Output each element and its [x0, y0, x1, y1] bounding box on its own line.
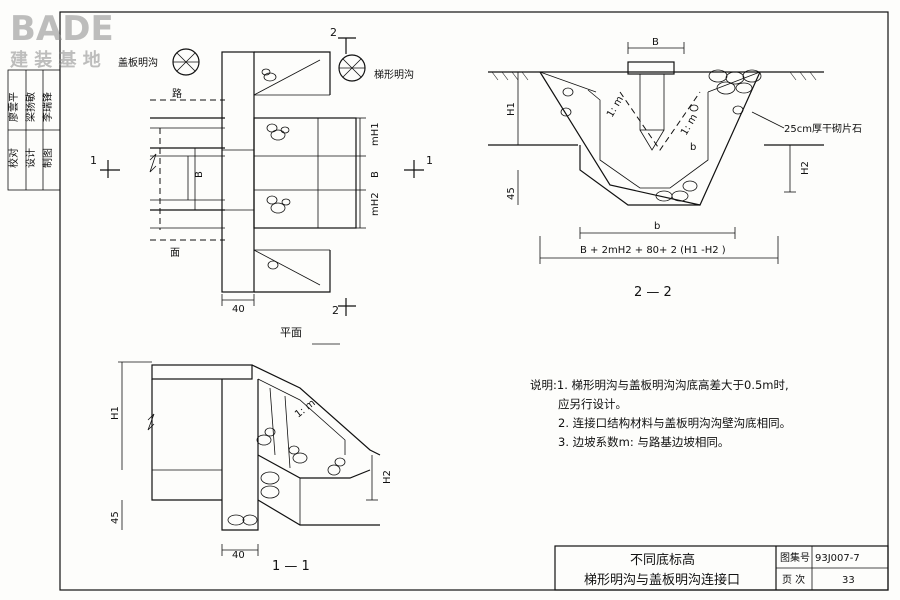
section2-dim-H2: H2 — [800, 161, 811, 175]
section2-caption: 2 — 2 — [634, 285, 672, 300]
section1-dim-H1: H1 — [110, 406, 121, 420]
signature-strip: 校对 设计 制图 廖雲平 梁扬敏 李瑞锋 — [7, 69, 61, 191]
cut-2-top: 2 — [330, 26, 337, 39]
role-drafter: 制图 — [41, 148, 54, 168]
section2-dim-B: B — [652, 37, 659, 48]
role-checker: 校对 — [7, 148, 20, 168]
plan-dim-B-inner: B — [194, 171, 205, 178]
section-1-1: H1 45 H2 1: m 40 1 — 1 — [110, 361, 393, 574]
watermark-brand: BADE — [10, 9, 114, 49]
atlas-label: 图集号 — [780, 551, 810, 564]
plan-caption: 平面 — [280, 326, 302, 339]
note-2: 2. 连接口结构材料与盖板明沟沟壁沟底相同。 — [558, 416, 792, 430]
design-notes: 说明:1. 梯形明沟与盖板明沟沟底高差大于0.5m时, 应另行设计。 2. 连接… — [530, 376, 830, 452]
note-1-cont: 应另行设计。 — [558, 397, 627, 411]
width-formula: B + 2mH2 + 80+ 2 (H1 -H2 ) — [580, 245, 726, 256]
title-main: 不同底标高 — [630, 552, 695, 568]
title-block: 不同底标高 梯形明沟与盖板明沟连接口 图集号 93J007-7 页 次 33 — [554, 545, 889, 591]
name-designer: 梁扬敏 — [24, 92, 37, 122]
label-trapezoid-ditch: 梯形明沟 — [374, 68, 414, 81]
cut-2-bottom: 2 — [332, 304, 339, 317]
dim-mH2: mH2 — [370, 192, 381, 216]
plan-dim-40: 40 — [232, 304, 245, 315]
label-surface: 面 — [170, 248, 180, 259]
notes-prefix: 说明: — [530, 378, 557, 392]
section2-dim-45: 45 — [506, 187, 517, 200]
section1-dim-H2: H2 — [382, 470, 393, 484]
cut-1-left: 1 — [90, 154, 97, 167]
dim-mH1: mH1 — [370, 122, 381, 146]
label-covered-ditch: 盖板明沟 — [118, 56, 158, 69]
watermark-logo: BADE 建 装 基 地 — [10, 9, 114, 71]
title-sub: 梯形明沟与盖板明沟连接口 — [584, 572, 740, 588]
name-checker: 廖雲平 — [7, 92, 20, 122]
section1-caption: 1 — 1 — [272, 559, 310, 574]
page-label: 页 次 — [782, 573, 805, 586]
stone-note: 25cm厚干砌片石 — [784, 122, 862, 135]
section1-dim-45: 45 — [110, 511, 121, 524]
sheet-border — [59, 11, 889, 591]
section2-dim-b: b — [654, 221, 660, 232]
section-2-2: B H1 45 H2 1: m 1: m b 25cm厚干砌片石 b B + 2… — [488, 37, 862, 300]
section2-dim-H1: H1 — [506, 102, 517, 116]
role-designer: 设计 — [24, 148, 37, 168]
section2-slope-2: 1: m — [679, 112, 700, 137]
section2-slope-1: 1: m — [605, 94, 626, 119]
section1-dim-40: 40 — [232, 550, 245, 561]
plan-view: mH1 B mH2 B 40 路 面 平面 盖板明沟 梯形明沟 2 2 1 1 — [90, 26, 433, 345]
label-road: 路 — [172, 87, 182, 100]
page-number: 33 — [842, 575, 855, 586]
cut-1-right: 1 — [426, 154, 433, 167]
note-3: 3. 边坡系数m: 与路基边坡相同。 — [558, 435, 730, 449]
note-1: 1. 梯形明沟与盖板明沟沟底高差大于0.5m时, — [556, 378, 789, 392]
name-drafter: 李瑞锋 — [41, 92, 54, 122]
section2-dim-b-top: b — [690, 142, 696, 153]
atlas-number: 93J007-7 — [815, 553, 860, 564]
watermark-subtitle: 建 装 基 地 — [10, 49, 101, 71]
plan-dim-B: B — [370, 171, 381, 178]
